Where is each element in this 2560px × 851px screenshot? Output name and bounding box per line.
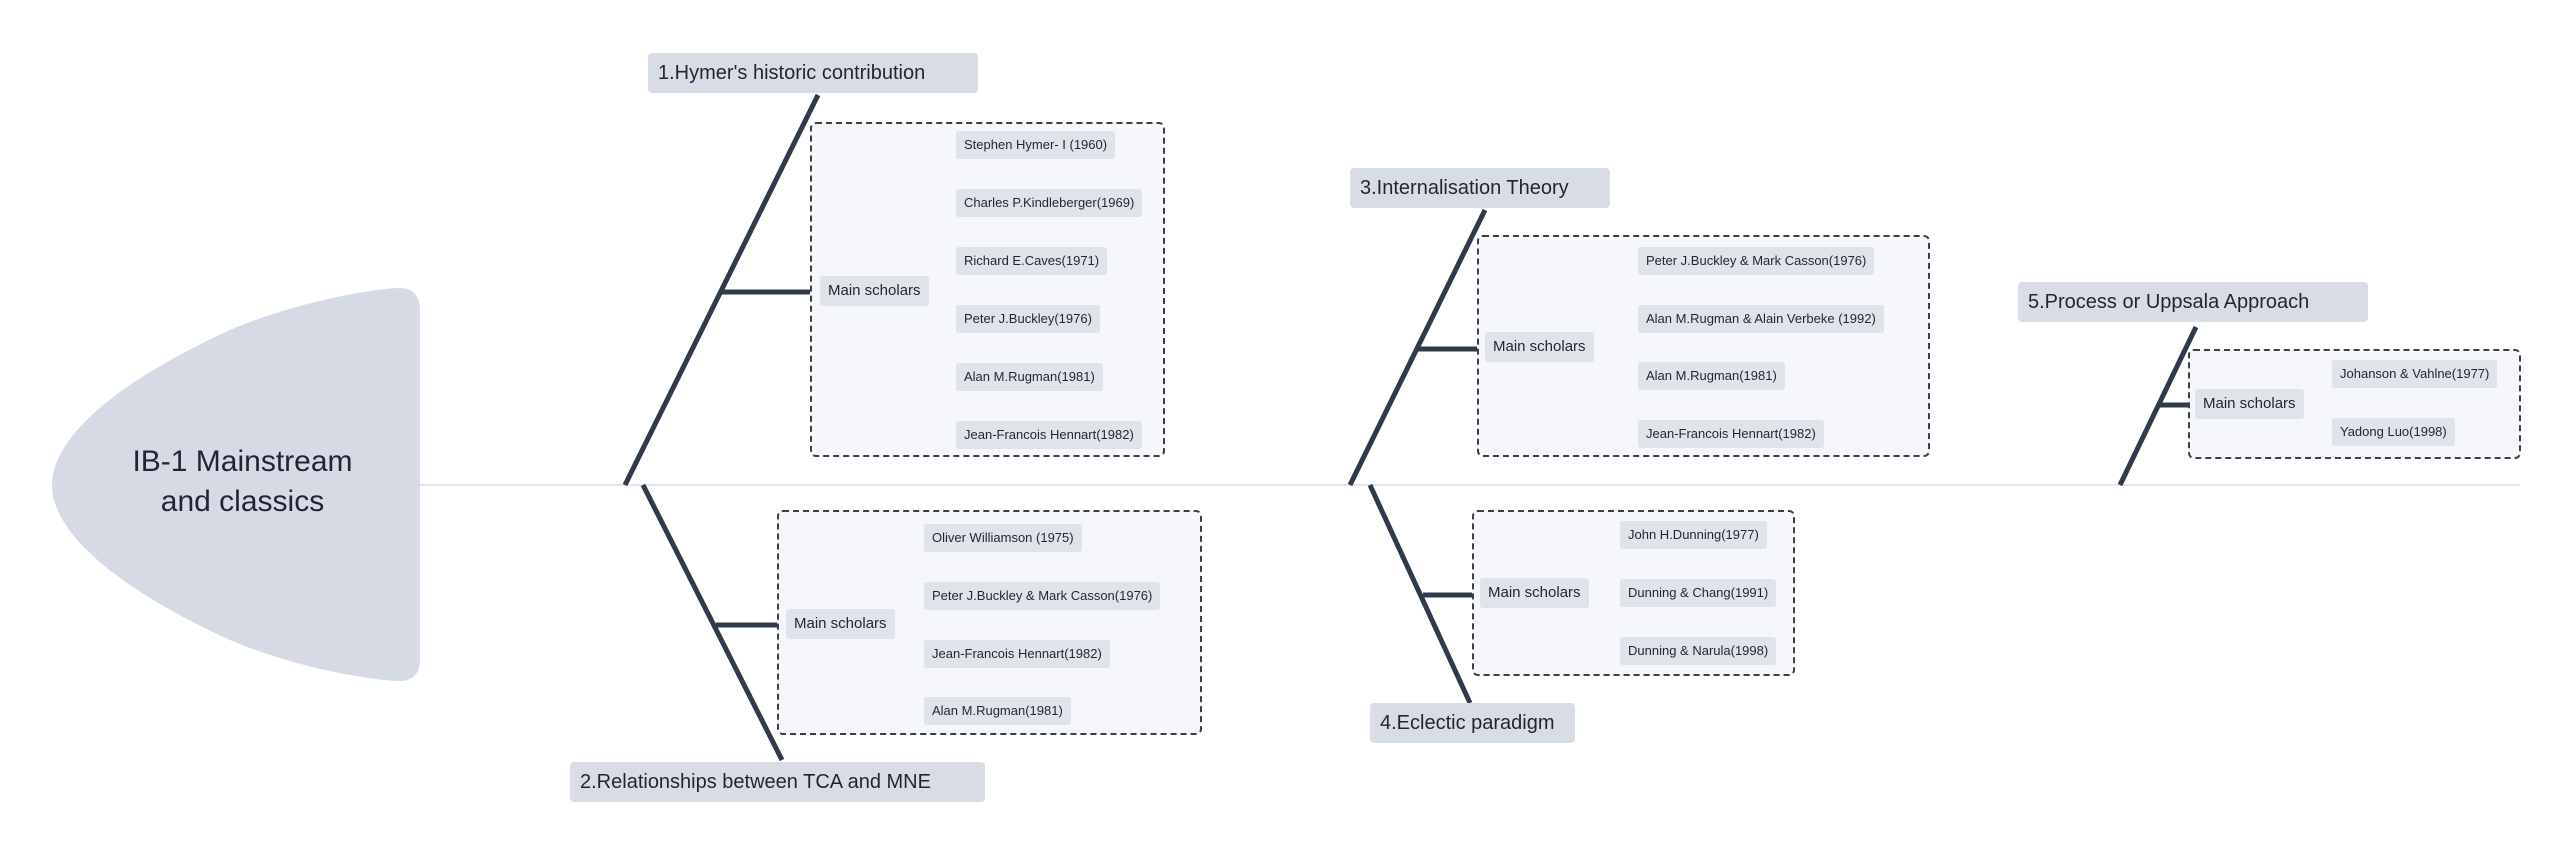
scholar-3-3[interactable]: Alan M.Rugman(1981) — [1638, 362, 1785, 390]
scholar-2-3[interactable]: Jean-Francois Hennart(1982) — [924, 640, 1110, 668]
scholar-2-4[interactable]: Alan M.Rugman(1981) — [924, 697, 1071, 725]
topic-1[interactable]: 1.Hymer's historic contribution — [648, 53, 978, 93]
scholar-3-4[interactable]: Jean-Francois Hennart(1982) — [1638, 420, 1824, 448]
scholar-4-3[interactable]: Dunning & Narula(1998) — [1620, 637, 1777, 665]
main-scholars-3[interactable]: Main scholars — [1485, 332, 1594, 362]
scholar-4-1[interactable]: John H.Dunning(1977) — [1620, 521, 1767, 549]
scholar-1-2[interactable]: Charles P.Kindleberger(1969) — [956, 189, 1143, 217]
topic-4-label: 4.Eclectic paradigm — [1380, 712, 1555, 734]
scholar-4-2[interactable]: Dunning & Chang(1991) — [1620, 579, 1777, 607]
scholar-1-4[interactable]: Peter J.Buckley(1976) — [956, 305, 1100, 333]
scholar-5-2[interactable]: Yadong Luo(1998) — [2332, 418, 2455, 446]
topic-3-label: 3.Internalisation Theory — [1360, 177, 1569, 199]
main-scholars-4[interactable]: Main scholars — [1480, 578, 1589, 608]
main-scholars-2[interactable]: Main scholars — [786, 609, 895, 639]
central-title-line1: IB-1 Mainstream — [132, 445, 353, 478]
scholar-1-6[interactable]: Jean-Francois Hennart(1982) — [956, 421, 1142, 449]
scholar-2-2[interactable]: Peter J.Buckley & Mark Casson(1976) — [924, 582, 1161, 610]
central-title-line2: and classics — [160, 485, 325, 518]
central-head-shape — [52, 288, 420, 681]
topic-5[interactable]: 5.Process or Uppsala Approach — [2018, 282, 2368, 322]
main-scholars-5[interactable]: Main scholars — [2195, 389, 2304, 419]
bone-4 — [1367, 483, 1473, 705]
scholar-5-1[interactable]: Johanson & Vahlne(1977) — [2332, 360, 2498, 388]
main-scholars-1[interactable]: Main scholars — [820, 276, 929, 306]
topic-5-label: 5.Process or Uppsala Approach — [2028, 291, 2310, 313]
central-topic[interactable]: IB-1 Mainstream and classics — [110, 442, 375, 522]
topic-4[interactable]: 4.Eclectic paradigm — [1370, 703, 1575, 743]
topic-2[interactable]: 2.Relationships between TCA and MNE — [570, 762, 985, 802]
scholar-2-1[interactable]: Oliver Williamson (1975) — [924, 524, 1082, 552]
topic-3[interactable]: 3.Internalisation Theory — [1350, 168, 1610, 208]
scholar-1-1[interactable]: Stephen Hymer- I (1960) — [956, 131, 1116, 159]
bone-2 — [640, 483, 785, 762]
scholar-3-2[interactable]: Alan M.Rugman & Alain Verbeke (1992) — [1638, 305, 1884, 333]
scholar-1-3[interactable]: Richard E.Caves(1971) — [956, 247, 1108, 275]
topic-1-label: 1.Hymer's historic contribution — [658, 62, 926, 84]
scholar-3-1[interactable]: Peter J.Buckley & Mark Casson(1976) — [1638, 247, 1875, 275]
topic-2-label: 2.Relationships between TCA and MNE — [580, 771, 931, 793]
scholar-1-5[interactable]: Alan M.Rugman(1981) — [956, 363, 1103, 391]
